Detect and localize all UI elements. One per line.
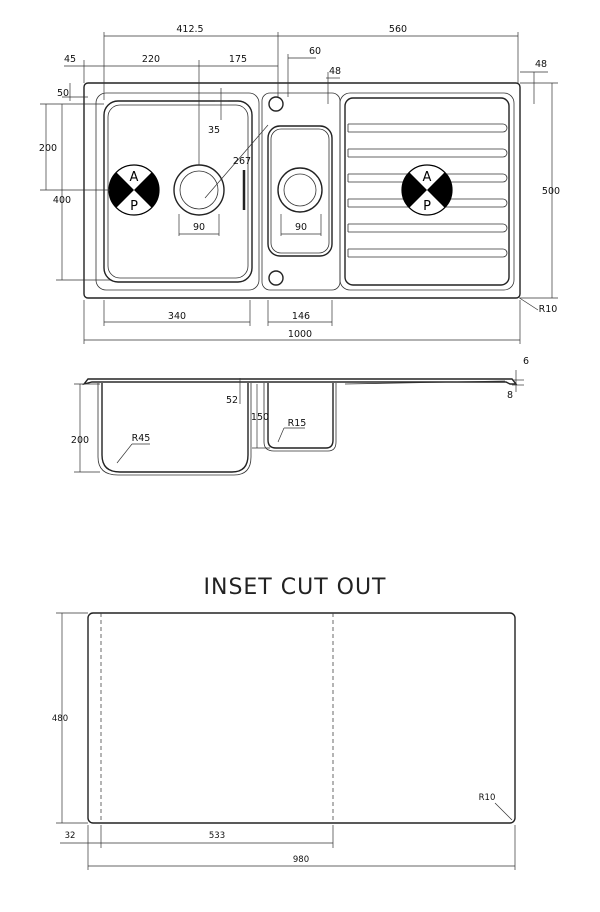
side-rim [82,378,518,386]
half-waste-outer [277,167,323,213]
side-main-bowl [101,383,249,473]
dim-bowl-depth: 400 [53,195,71,206]
main-bowl-inner [107,104,249,279]
tap-hole-bottom [268,270,284,286]
sink-outline [83,82,521,299]
half-bowl-surround [261,92,341,291]
top-view-dimensions [40,32,558,344]
dim-overall-depth: 500 [542,186,560,197]
main-bowl [103,100,253,283]
dim-drainer-top: 48 [329,66,341,77]
side-half-bowl [267,383,334,449]
cutout-outline [87,612,516,824]
top-view-labels: 412.5 560 45 220 175 60 48 48 50 35 200 … [39,24,560,340]
dim-cutout-corner: R10 [479,793,496,803]
ap-letter-p: P [130,199,138,214]
side-view-labels: 6 8 52 150 R15 200 R45 [71,356,529,446]
dim-waste-gap: 35 [208,125,220,136]
dim-lip-thickness: 8 [507,390,513,401]
drainer-inner [344,97,510,286]
ap-symbol-right: A P [401,164,453,216]
cutout-labels: 480 R10 32 533 980 [52,714,495,865]
dim-half-depth: 150 [251,412,269,423]
side-view: 6 8 52 150 R15 200 R45 [71,356,529,476]
drainer-grooves [347,123,508,258]
main-waste-outer [173,164,225,216]
dim-waste-main: 90 [193,222,205,233]
dim-bowl-radius: R45 [132,433,151,444]
bowl-surround [95,92,260,291]
dim-cutout-height: 480 [52,714,68,724]
dim-right-edge: 48 [535,59,547,70]
dim-top-margin: 50 [57,88,69,99]
side-view-dimensions [74,370,524,473]
dim-cutout-split: 533 [209,831,225,841]
half-waste-inner [283,173,317,207]
dim-waste-half: 90 [295,222,307,233]
dim-bowl-offset: 220 [142,54,160,65]
dim-lip-top: 6 [523,356,529,367]
main-waste-inner [179,170,219,210]
cutout-title: INSET CUT OUT [204,575,387,600]
dim-overall-right: 560 [389,24,407,35]
dim-cutout-width: 980 [293,855,309,865]
dim-bowl-half: 175 [229,54,247,65]
inset-cutout: INSET CUT OUT 480 R10 32 533 980 [52,575,516,870]
dim-bowl-width: 340 [168,311,186,322]
top-view: A P A P [39,24,560,344]
dim-overall-left: 412.5 [176,24,203,35]
dim-bowl-radius-small: R15 [288,418,307,429]
ap-letter-a: A [130,170,139,185]
dim-tap-hole: 60 [309,46,321,57]
half-bowl [267,125,333,257]
dim-half-bowl-width: 146 [292,311,310,322]
ap-symbol-left: A P [108,164,160,216]
dim-side-bowl-depth: 200 [71,435,89,446]
dim-bowl-depth-upper: 200 [39,143,57,154]
dim-overall-width: 1000 [288,329,312,340]
ap-letter-p: P [423,199,431,214]
dim-margin-left: 45 [64,54,76,65]
cutout-dimensions [56,612,516,870]
tap-hole-top [268,96,284,112]
dim-corner-radius: R10 [539,304,558,315]
ap-letter-a: A [423,170,432,185]
drainer-area [339,92,515,291]
dim-radius-267: 267 [233,156,251,167]
dim-cutout-left-offset: 32 [65,831,76,841]
half-bowl-inner [270,128,330,254]
dim-half-depth-top: 52 [226,395,238,406]
